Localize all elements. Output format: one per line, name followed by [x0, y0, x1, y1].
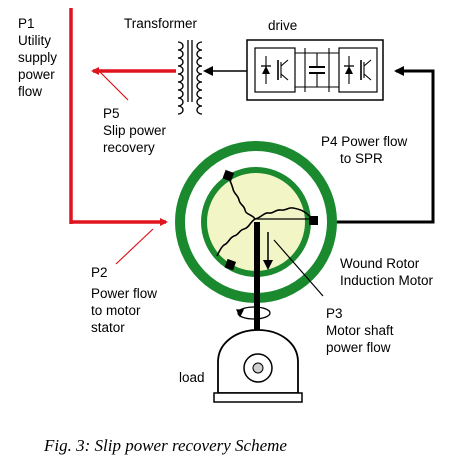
- p5-label-line: Slip power: [103, 123, 167, 138]
- motor-label-line: Wound Rotor: [340, 256, 420, 271]
- p1-label-line: P1: [18, 16, 35, 31]
- p3-label-line: Motor shaft: [326, 323, 394, 338]
- rotor-windings: [216, 177, 314, 257]
- p1-label: P1 Utility supply power flow: [18, 16, 57, 99]
- motor-label-line: Induction Motor: [340, 273, 434, 288]
- p5-label-line: recovery: [103, 140, 155, 155]
- p1-label-line: flow: [18, 84, 42, 99]
- p3-label-line: power flow: [326, 340, 391, 355]
- p2-label-line: stator: [91, 320, 125, 335]
- motor-label: Wound Rotor Induction Motor: [340, 256, 434, 288]
- p1-label-line: power: [18, 67, 55, 82]
- rotor-terminal-bottom: [224, 258, 237, 271]
- load-machine-icon: [213, 329, 303, 403]
- p2-label-line: to motor: [91, 303, 141, 318]
- p3-leader-line: [273, 239, 324, 297]
- p5-label-line: P5: [103, 106, 120, 121]
- utility-supply-lines: [69, 8, 176, 226]
- load-label: load: [179, 370, 205, 385]
- drive-box: [246, 39, 384, 101]
- p2-leader-line: [115, 228, 154, 265]
- rotor-to-drive-line: [314, 66, 435, 224]
- rotation-arrow-icon: [235, 306, 271, 320]
- p3-label: P3 Motor shaft power flow: [326, 306, 394, 355]
- p2-label-line: P2: [91, 265, 108, 280]
- p2-label-line: Power flow: [91, 286, 157, 301]
- p4-label-line: P4 Power flow: [321, 134, 408, 149]
- rotor-terminal-top: [222, 169, 235, 182]
- rotor-terminal-right: [309, 216, 318, 225]
- drive-label: drive: [268, 18, 297, 33]
- p5-leader-line: [99, 71, 129, 101]
- p1-label-line: Utility: [18, 33, 51, 48]
- rectifier-igbt-icon: [254, 47, 296, 93]
- drive-connections: [203, 66, 435, 224]
- transformer-coil-icon: [177, 40, 203, 115]
- transformer-label: Transformer: [124, 16, 198, 31]
- p3-label-line: P3: [326, 306, 343, 321]
- inverter-igbt-icon: [338, 47, 378, 93]
- figure-caption: Fig. 3: Slip power recovery Scheme: [43, 436, 287, 455]
- capacitor-icon: [295, 48, 339, 92]
- p5-label: P5 Slip power recovery: [103, 106, 167, 155]
- p4-label-line: to SPR: [340, 151, 383, 166]
- p1-label-line: supply: [18, 50, 57, 65]
- p4-label: P4 Power flow to SPR: [321, 134, 408, 166]
- p2-label: P2 Power flow to motor stator: [91, 265, 157, 335]
